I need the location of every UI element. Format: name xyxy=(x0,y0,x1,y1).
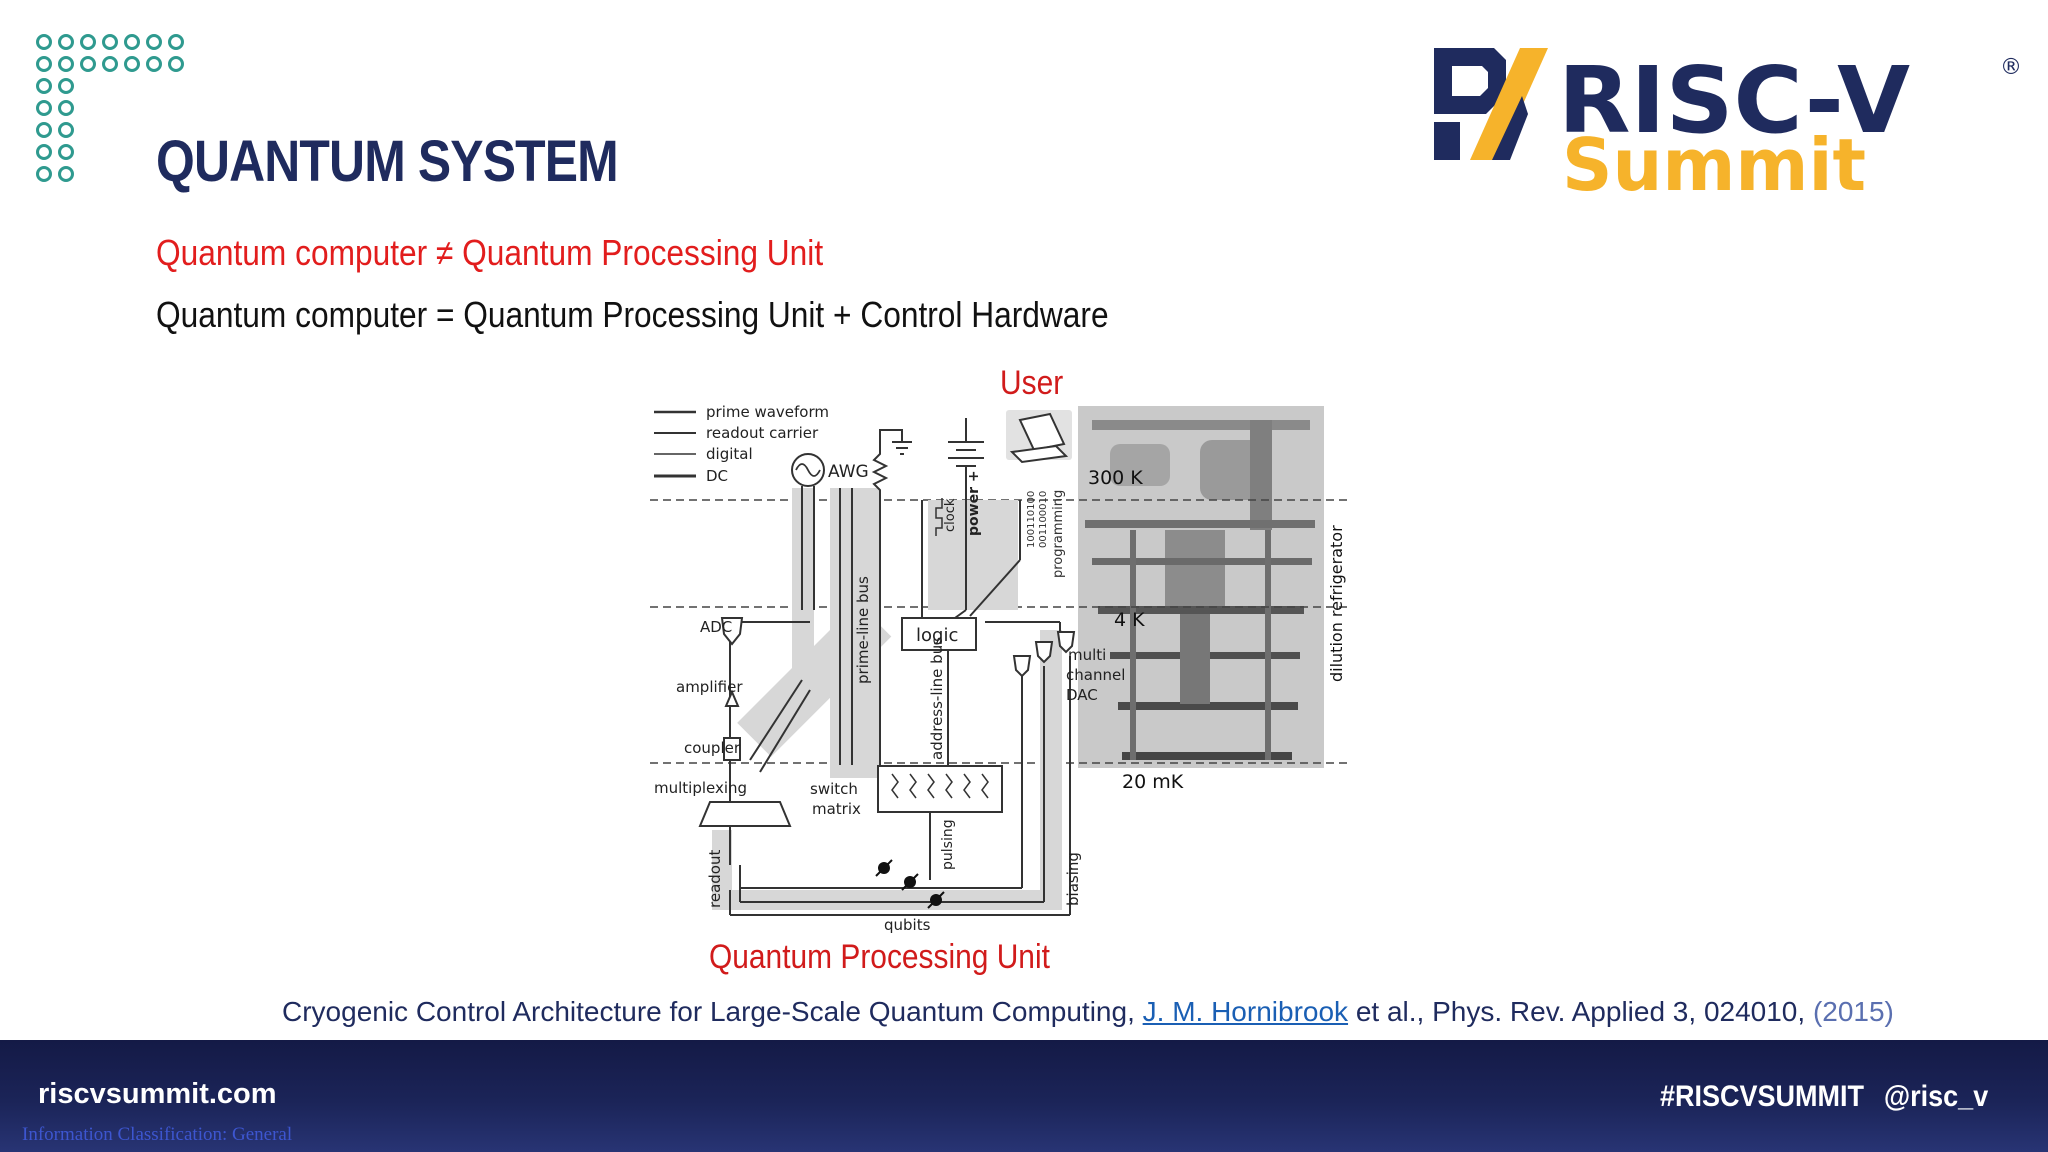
clock-waveform-icon xyxy=(935,498,943,536)
readout-label: readout xyxy=(706,850,724,908)
footer-bar xyxy=(0,1040,2048,1152)
decorative-dot xyxy=(58,144,74,160)
decorative-dot xyxy=(36,144,52,160)
citation-title: Cryogenic Control Architecture for Large… xyxy=(282,996,1143,1027)
decorative-dot xyxy=(58,100,74,116)
subtitle-equation: Quantum computer = Quantum Processing Un… xyxy=(156,294,1109,335)
adc-label: ADC xyxy=(700,618,732,636)
slide-title: QUANTUM SYSTEM xyxy=(156,129,619,194)
subtitle-inequality: Quantum computer ≠ Quantum Processing Un… xyxy=(156,232,824,273)
logic-block xyxy=(901,617,977,651)
qpu-label: Quantum Processing Unit xyxy=(709,938,1050,976)
logo-registered-mark: ® xyxy=(2000,55,2020,80)
footer-handle: @risc_v xyxy=(1883,1080,1989,1113)
coupler-label: coupler xyxy=(684,739,741,757)
decorative-dot xyxy=(36,34,52,50)
citation-year: (2015) xyxy=(1812,996,1894,1027)
legend-readout-carrier: readout carrier xyxy=(706,424,819,442)
dac-multi-label: multi xyxy=(1068,646,1106,664)
decorative-dot xyxy=(124,56,140,72)
decorative-dot xyxy=(124,34,140,50)
logo-wordmark: RISC-V xyxy=(1558,47,1910,154)
decorative-dot xyxy=(168,34,184,50)
bits-label-2: 001100010 xyxy=(1038,491,1049,548)
legend-digital: digital xyxy=(706,445,753,463)
dot-grid-decoration xyxy=(36,34,184,182)
citation-details: et al., Phys. Rev. Applied 3, 024010, xyxy=(1348,996,1813,1027)
decorative-dot xyxy=(36,78,52,94)
risc-v-summit-logo: RISC-V ® Summit xyxy=(1434,47,2020,200)
clock-label: clock xyxy=(943,498,958,532)
dac-label: DAC xyxy=(1066,686,1098,704)
decorative-dot xyxy=(36,56,52,72)
decorative-dot xyxy=(102,34,118,50)
multiplexer-icon xyxy=(698,801,792,827)
programming-label: programming xyxy=(1051,490,1066,578)
citation: Cryogenic Control Architecture for Large… xyxy=(282,996,1922,1028)
diagram-legend: prime waveform readout carrier digital D… xyxy=(654,403,829,485)
power-label: power + xyxy=(966,470,982,536)
dilution-refrigerator-photo xyxy=(1078,406,1324,768)
pulsing-label: pulsing xyxy=(940,819,956,870)
legend-dc: DC xyxy=(706,467,728,485)
decorative-dot xyxy=(80,34,96,50)
amplifier-label: amplifier xyxy=(676,678,743,696)
address-line-bus-label: address-line bus xyxy=(928,637,946,760)
dac-channel-label: channel xyxy=(1066,666,1125,684)
logo-event-name: Summit xyxy=(1562,123,1866,200)
temp-label-20mk: 20 mK xyxy=(1122,771,1184,793)
dac-icons xyxy=(1012,631,1076,678)
citation-author-link[interactable]: J. M. Hornibrook xyxy=(1142,996,1349,1027)
decorative-dot xyxy=(58,34,74,50)
risc-v-mark-icon xyxy=(1434,48,1548,160)
decorative-dot xyxy=(58,166,74,182)
logic-label: logic xyxy=(916,625,958,646)
decorative-dot xyxy=(58,122,74,138)
laptop-icon xyxy=(1006,410,1072,464)
biasing-label: biasing xyxy=(1064,852,1082,906)
matrix-label: matrix xyxy=(812,800,861,818)
amplifier-icon xyxy=(724,689,740,707)
decorative-dot xyxy=(36,122,52,138)
power-supply-icon xyxy=(948,418,984,610)
decorative-dot xyxy=(168,56,184,72)
dilution-refrigerator-label: dilution refrigerator xyxy=(1327,525,1346,682)
qubits-label: qubits xyxy=(884,916,931,934)
bits-label-1: 100110100 xyxy=(1026,491,1037,548)
temp-label-300k: 300 K xyxy=(1088,467,1143,489)
switch-matrix-switches xyxy=(891,773,989,799)
multiplexing-label: multiplexing xyxy=(654,779,747,797)
decorative-dot xyxy=(36,100,52,116)
resistor-ground-icon xyxy=(871,429,912,502)
quantum-architecture-diagram: prime waveform readout carrier digital D… xyxy=(650,403,1352,934)
user-label: User xyxy=(1000,364,1064,402)
footer-social: #RISCVSUMMIT @risc_v xyxy=(1660,1080,1988,1114)
switch-label: switch xyxy=(810,780,858,798)
adc-icon xyxy=(720,617,744,646)
coupler-icon xyxy=(723,737,741,761)
footer-website: riscvsummit.com xyxy=(38,1078,277,1110)
awg-label: AWG xyxy=(828,462,869,482)
temp-label-4k: 4 K xyxy=(1114,609,1145,631)
prime-line-bus-label: prime-line bus xyxy=(854,576,872,684)
footer-classification: Information Classification: General xyxy=(22,1124,293,1145)
switch-matrix-block xyxy=(877,765,1003,813)
decorative-dot xyxy=(58,78,74,94)
decorative-dot xyxy=(36,166,52,182)
decorative-dot xyxy=(146,56,162,72)
legend-prime-waveform: prime waveform xyxy=(706,403,829,421)
decorative-dot xyxy=(102,56,118,72)
decorative-dot xyxy=(80,56,96,72)
decorative-dot xyxy=(58,56,74,72)
footer-hashtag: #RISCVSUMMIT xyxy=(1660,1080,1865,1113)
qubit-icons xyxy=(875,859,945,909)
decorative-dot xyxy=(146,34,162,50)
